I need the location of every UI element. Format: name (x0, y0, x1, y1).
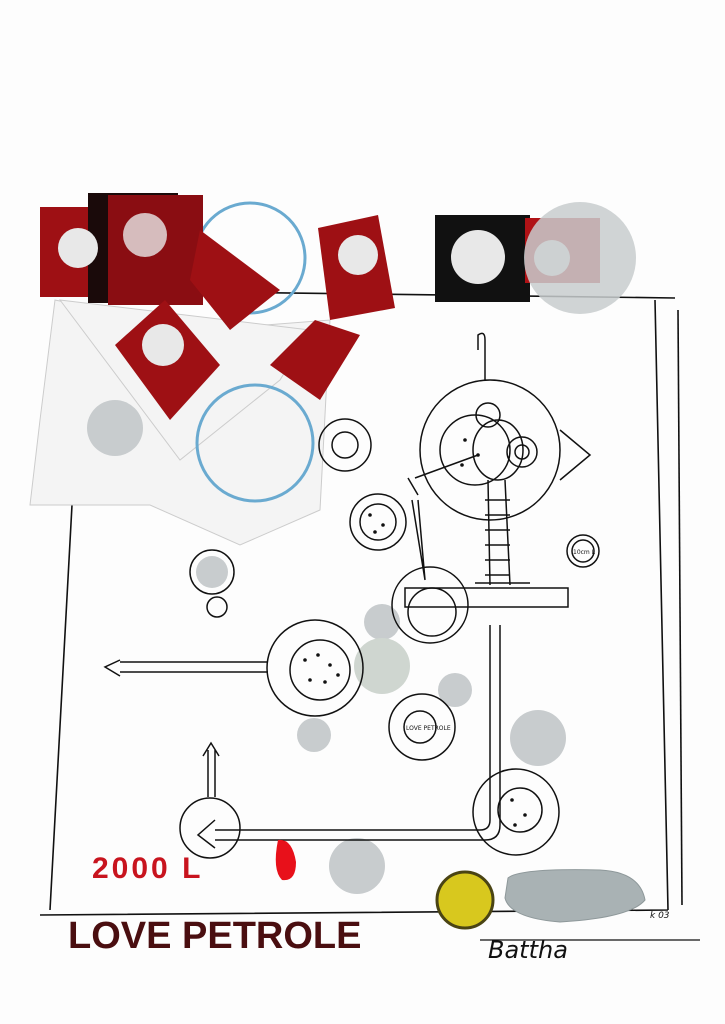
small-circle-text: LOVE PETROLE (406, 725, 451, 732)
red-paint-mark (275, 839, 296, 881)
figure-with-nozzle (407, 402, 538, 586)
slogan: LOVE PETROLE (68, 915, 361, 957)
dot-patterns (303, 438, 527, 827)
amount-label: 2000 L (92, 852, 203, 885)
grey-paint-blob (504, 869, 646, 923)
machine-line-drawing (103, 332, 600, 859)
grey-dots (87, 202, 636, 894)
date-mark: k 03 (650, 911, 670, 921)
signature: Battha (488, 936, 568, 964)
yellow-dot (435, 870, 495, 930)
red-tape-pieces (40, 193, 600, 420)
hand-drawn-frame (39, 289, 683, 916)
gauge-text: 10cm L (573, 549, 596, 556)
